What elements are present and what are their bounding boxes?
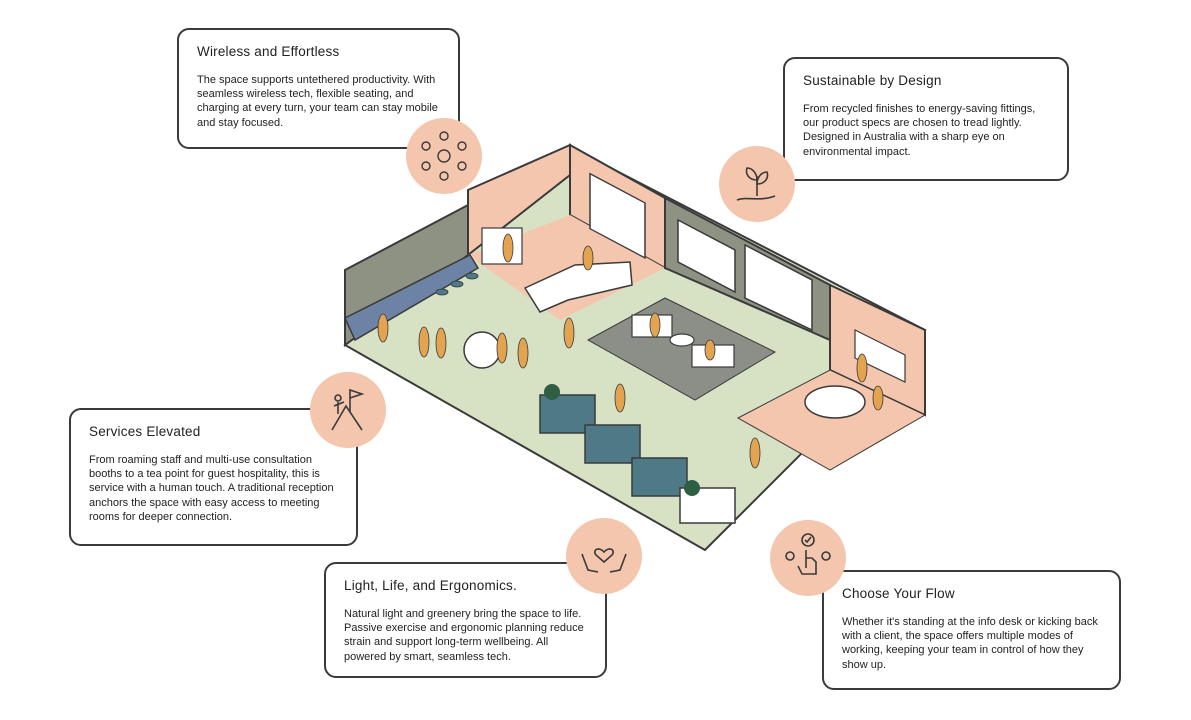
people-network-icon xyxy=(406,118,482,194)
plant xyxy=(544,384,560,400)
people xyxy=(377,233,884,469)
card-body: The space supports untethered productivi… xyxy=(197,74,438,129)
back-counter xyxy=(481,227,523,265)
card-wireless: Wireless and Effortless The space suppor… xyxy=(177,28,460,149)
card-title: Choose Your Flow xyxy=(842,586,955,601)
heart-in-hands-icon xyxy=(566,518,642,594)
meeting-whiteboard xyxy=(854,329,906,383)
hand-choice-icon xyxy=(770,520,846,596)
card-body: Natural light and greenery bring the spa… xyxy=(344,608,584,663)
plant xyxy=(684,480,700,496)
card-body: From recycled finishes to energy-saving … xyxy=(803,103,1036,158)
card-light: Light, Life, and Ergonomics. Natural lig… xyxy=(324,562,607,678)
card-services: Services Elevated From roaming staff and… xyxy=(69,408,358,546)
card-title: Services Elevated xyxy=(89,424,201,439)
meeting-table xyxy=(804,385,866,419)
coffee-table xyxy=(669,333,695,347)
card-title: Light, Life, and Ergonomics. xyxy=(344,578,517,593)
wall-screen xyxy=(677,218,736,294)
bar-stools xyxy=(435,272,479,296)
card-title: Sustainable by Design xyxy=(803,73,942,88)
card-body: From roaming staff and multi-use consult… xyxy=(89,454,334,523)
booth-2 xyxy=(584,424,641,464)
summit-flag-icon xyxy=(310,372,386,448)
card-flow: Choose Your Flow Whether it's standing a… xyxy=(822,570,1121,690)
card-body: Whether it's standing at the info desk o… xyxy=(842,616,1098,671)
info-desk xyxy=(463,331,501,369)
card-title: Wireless and Effortless xyxy=(197,44,340,59)
card-sustainable: Sustainable by Design From recycled fini… xyxy=(783,57,1069,181)
booth-3 xyxy=(631,457,688,497)
glass-door xyxy=(744,243,813,332)
tea-point-counter xyxy=(344,254,480,342)
reception-desk xyxy=(523,261,633,313)
reception-window xyxy=(589,172,646,260)
plant-in-hand-icon xyxy=(719,146,795,222)
